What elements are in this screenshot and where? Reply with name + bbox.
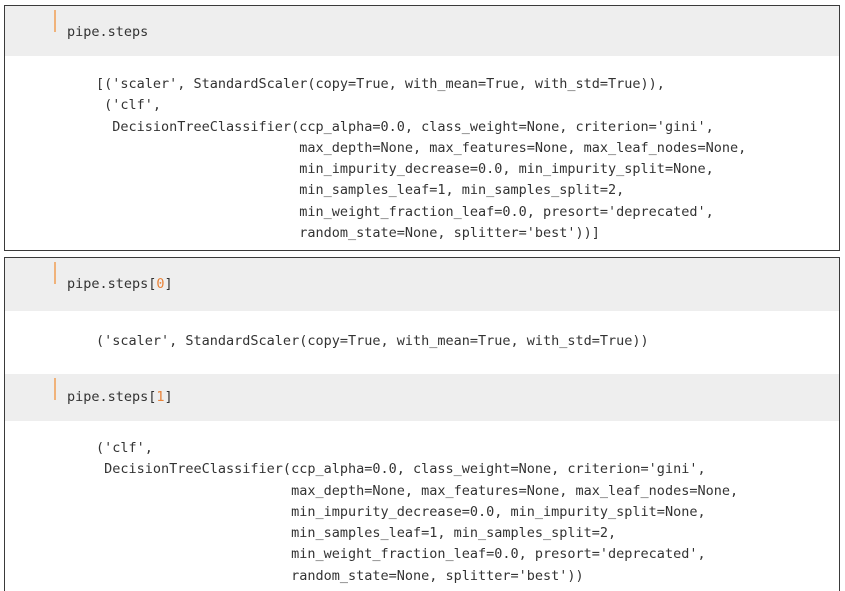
code-cell-output: ('clf', DecisionTreeClassifier(ccp_alpha… <box>5 421 839 591</box>
output-text: ('clf', DecisionTreeClassifier(ccp_alpha… <box>96 440 739 584</box>
cell-gutter-marker <box>54 262 56 284</box>
code-index-number: 0 <box>156 276 165 292</box>
code-cell-input[interactable]: pipe.steps[1] <box>5 374 839 421</box>
cell-gutter-marker <box>54 378 56 400</box>
code-cell-input[interactable]: pipe.steps[0] <box>5 258 839 311</box>
code-cell-output: [('scaler', StandardScaler(copy=True, wi… <box>5 56 839 250</box>
output-text: ('scaler', StandardScaler(copy=True, wit… <box>96 333 649 349</box>
code-cell-input[interactable]: pipe.steps <box>5 6 839 56</box>
code-text: pipe.steps <box>67 24 149 40</box>
code-bracket: ] <box>164 389 173 405</box>
cell-code[interactable]: pipe.steps <box>67 23 148 41</box>
code-bracket: ] <box>164 276 173 292</box>
notebook-panel-2: pipe.steps[0] ('scaler', StandardScaler(… <box>4 257 840 591</box>
output-text: [('scaler', StandardScaler(copy=True, wi… <box>96 76 747 242</box>
cell-code[interactable]: pipe.steps[0] <box>67 275 173 293</box>
cell-code[interactable]: pipe.steps[1] <box>67 388 173 406</box>
code-text: pipe.steps[ <box>67 276 157 292</box>
code-text: pipe.steps[ <box>67 389 157 405</box>
notebook-panel-1: pipe.steps [('scaler', StandardScaler(co… <box>4 5 840 251</box>
cell-gutter-marker <box>54 10 56 32</box>
code-cell-output: ('scaler', StandardScaler(copy=True, wit… <box>5 311 839 374</box>
code-index-number: 1 <box>156 389 165 405</box>
